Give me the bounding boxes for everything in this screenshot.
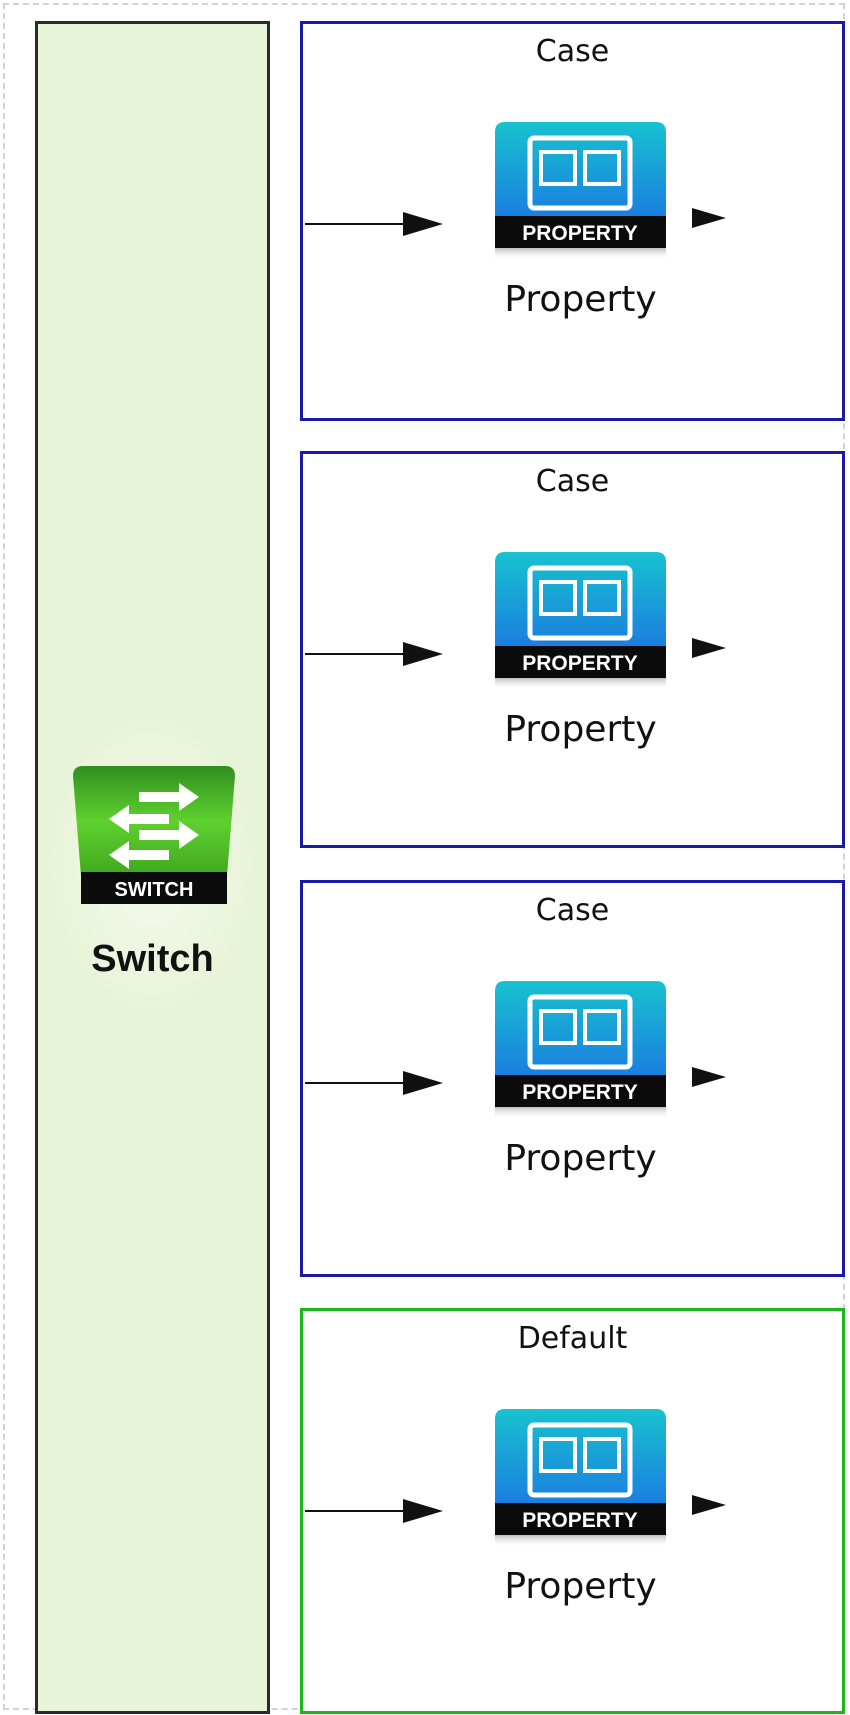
case-box-2[interactable]: Case PROPERTY (300, 451, 845, 848)
property-icon: PROPERTY (495, 981, 666, 1119)
property-label: Property (504, 1566, 657, 1607)
property-label: Property (504, 279, 657, 320)
svg-text:PROPERTY: PROPERTY (522, 222, 638, 245)
case-title: Case (535, 34, 610, 69)
outgoing-arrow (692, 1495, 726, 1515)
property-label: Property (504, 709, 657, 750)
svg-text:PROPERTY: PROPERTY (522, 652, 638, 675)
incoming-arrow (305, 212, 443, 236)
incoming-arrow (305, 1499, 443, 1523)
switch-panel[interactable]: SWITCH Switch (35, 21, 270, 1714)
incoming-arrow (305, 642, 443, 666)
case-title: Default (517, 1321, 628, 1356)
case-title: Case (535, 893, 610, 928)
case-box-1[interactable]: Case PROPERTY (300, 21, 845, 421)
case-title: Case (535, 464, 610, 499)
svg-text:PROPERTY: PROPERTY (522, 1081, 638, 1104)
outgoing-arrow (692, 638, 726, 658)
outgoing-arrow (692, 208, 726, 228)
property-label: Property (504, 1138, 657, 1179)
switch-label: Switch (91, 938, 214, 980)
property-icon: PROPERTY (495, 122, 666, 260)
outgoing-arrow (692, 1067, 726, 1087)
svg-text:PROPERTY: PROPERTY (522, 1509, 638, 1532)
incoming-arrow (305, 1071, 443, 1095)
case-box-3[interactable]: Case PROPERTY (300, 880, 845, 1277)
default-box[interactable]: Default PROPERTY (300, 1308, 845, 1714)
svg-text:SWITCH: SWITCH (115, 879, 194, 901)
switch-icon: SWITCH (73, 766, 235, 904)
property-icon: PROPERTY (495, 1409, 666, 1547)
property-icon: PROPERTY (495, 552, 666, 690)
